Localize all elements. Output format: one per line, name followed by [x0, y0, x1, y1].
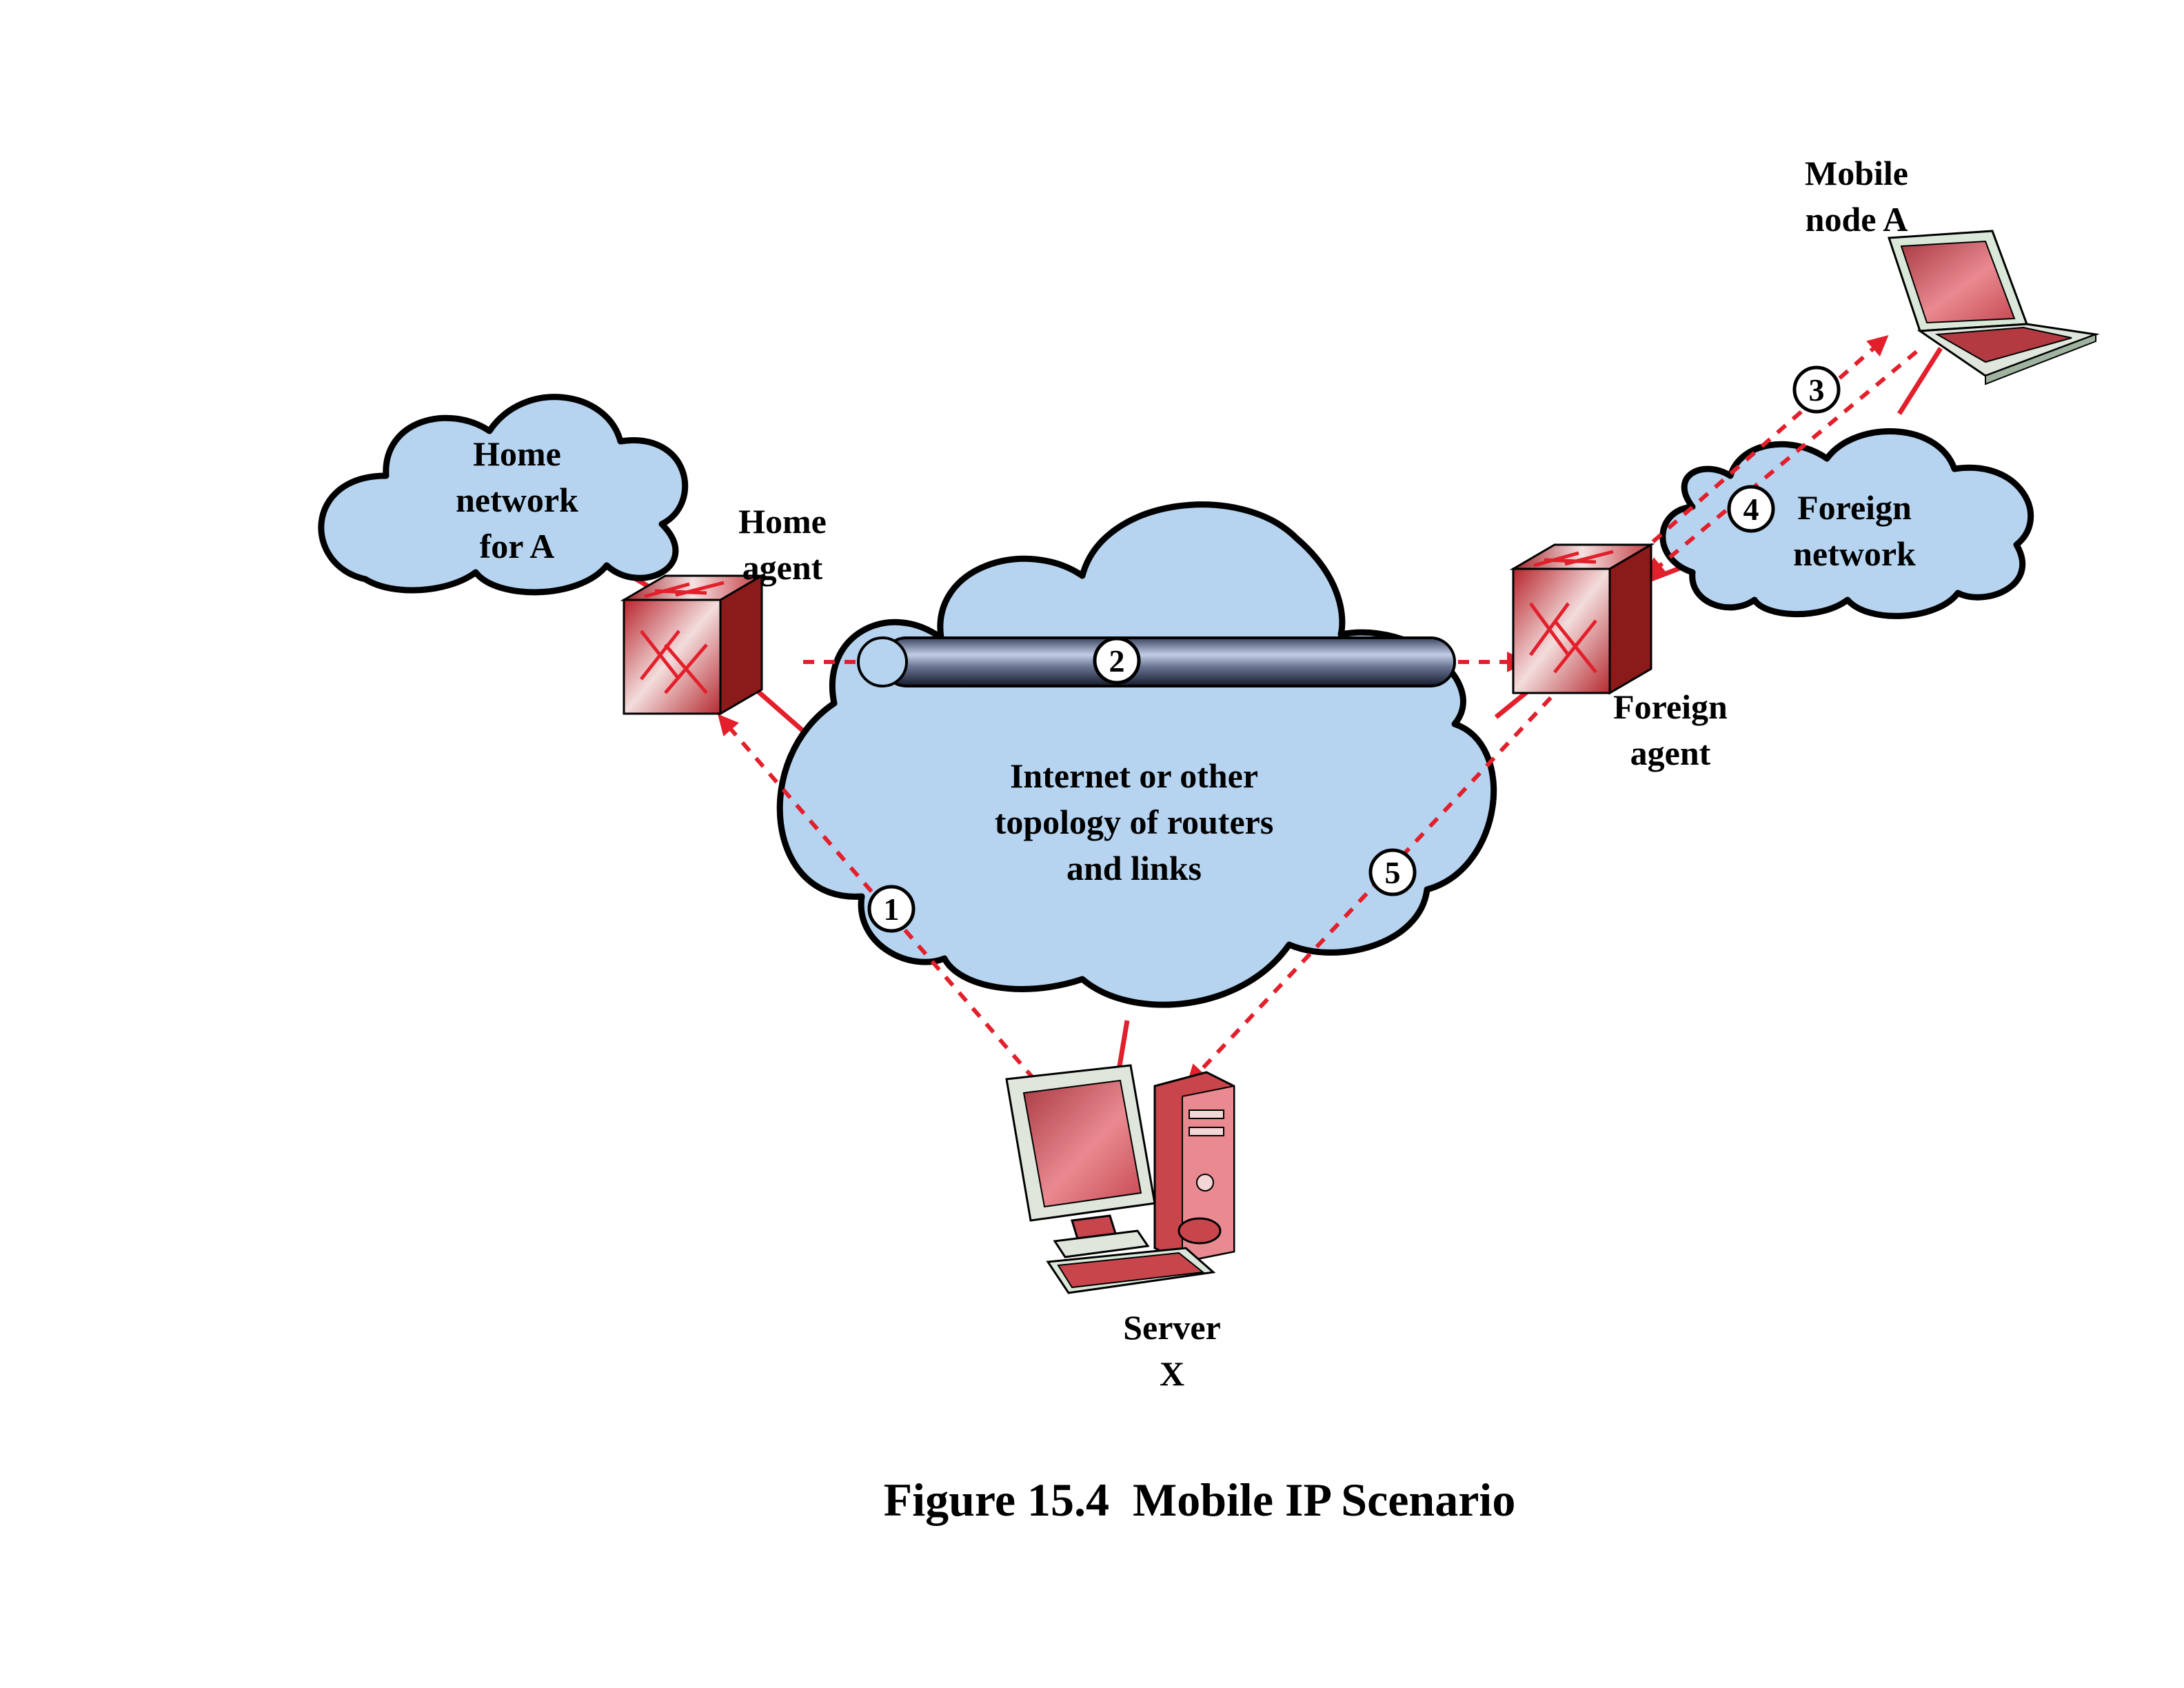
- foreign-network-cloud: [1659, 428, 2034, 619]
- home-agent-label: Home agent: [738, 502, 827, 587]
- foreign-agent-line-1: Foreign: [1613, 687, 1728, 726]
- flow-4: [1644, 350, 1918, 579]
- home-network-cloud: [318, 394, 689, 596]
- foreign-agent-label: Foreign agent: [1613, 687, 1728, 772]
- desktop-computer-icon: [1005, 1064, 1235, 1294]
- foreign-agent-line-2: agent: [1630, 734, 1711, 772]
- home-network-line-2: network: [456, 481, 578, 519]
- step-4-label: 4: [1743, 492, 1759, 527]
- step-2-label: 2: [1109, 643, 1125, 679]
- foreign-network-line-1: Foreign: [1797, 488, 1912, 527]
- internet-line-3: and links: [1066, 849, 1202, 887]
- mobile-node-label: Mobile node A: [1805, 154, 1908, 239]
- home-agent-line-2: agent: [742, 548, 823, 587]
- step-marker-4: 4: [1727, 485, 1775, 533]
- step-marker-1: 1: [867, 885, 916, 933]
- server-line-2: X: [1160, 1354, 1184, 1393]
- home-agent-router-icon: [620, 574, 766, 716]
- server-line-1: Server: [1123, 1308, 1221, 1347]
- mobile-node-line-1: Mobile: [1805, 154, 1908, 192]
- step-5-label: 5: [1385, 855, 1401, 890]
- flow-1: [718, 714, 1036, 1081]
- home-network-line-1: Home: [473, 434, 561, 473]
- figure-caption: Figure 15.4 Mobile IP Scenario: [884, 1474, 1516, 1526]
- step-marker-5: 5: [1368, 848, 1417, 896]
- step-1-label: 1: [884, 892, 900, 927]
- step-marker-2: 2: [1093, 636, 1141, 685]
- internet-label: Internet or other topology of routers an…: [995, 756, 1274, 887]
- step-marker-3: 3: [1792, 365, 1841, 414]
- foreign-network-line-2: network: [1793, 534, 1916, 573]
- foreign-agent-router-icon: [1509, 543, 1655, 695]
- server-label: Server X: [1123, 1308, 1221, 1393]
- home-network-label: Home network for A: [456, 434, 578, 565]
- mobile-node-line-2: node A: [1806, 200, 1908, 239]
- internet-line-2: topology of routers: [995, 803, 1274, 841]
- internet-line-1: Internet or other: [1010, 756, 1258, 795]
- foreign-network-label: Foreign network: [1793, 488, 1916, 573]
- step-3-label: 3: [1809, 372, 1825, 408]
- laptop-icon: [1887, 230, 2100, 385]
- home-network-line-3: for A: [480, 527, 555, 565]
- home-agent-line-1: Home: [738, 502, 827, 541]
- ip-tunnel: [857, 636, 1456, 687]
